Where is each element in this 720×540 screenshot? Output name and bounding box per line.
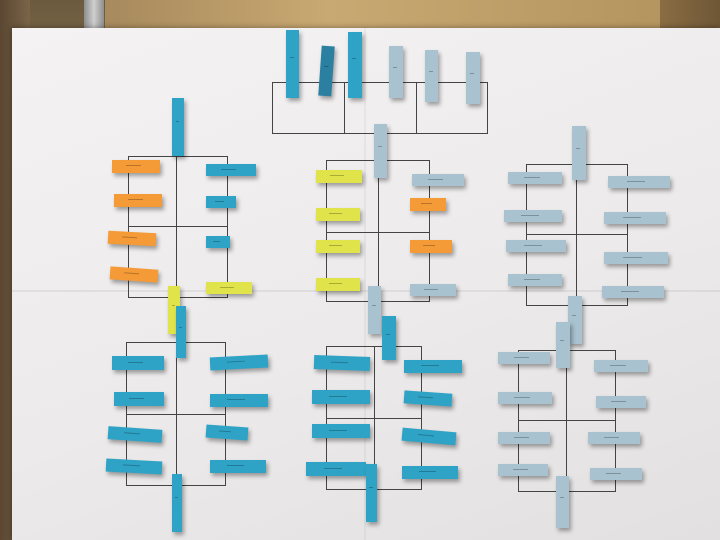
sticky-note xyxy=(374,124,387,178)
sticky-note xyxy=(206,236,230,248)
sticky-note xyxy=(389,46,403,98)
bracket-line xyxy=(126,414,226,415)
paper-fold xyxy=(364,28,366,540)
sticky-note xyxy=(608,176,670,188)
sticky-note xyxy=(604,212,666,224)
bracket-line xyxy=(416,82,417,134)
sticky-note xyxy=(590,468,642,480)
sticky-note xyxy=(498,392,552,404)
sticky-note xyxy=(206,196,236,208)
bracket-line xyxy=(326,418,422,419)
sticky-note xyxy=(402,466,458,479)
sticky-note xyxy=(348,32,362,98)
sticky-note xyxy=(114,194,162,207)
bracket-line xyxy=(344,82,345,134)
sticky-note xyxy=(313,355,371,371)
sticky-note xyxy=(498,464,548,476)
bracket-line xyxy=(378,160,379,302)
sticky-note xyxy=(594,360,648,372)
bracket-line xyxy=(128,226,228,227)
sticky-note xyxy=(602,286,664,298)
sticky-note xyxy=(206,164,256,176)
bracket-line xyxy=(518,420,616,421)
sticky-note xyxy=(172,98,184,156)
sticky-note xyxy=(498,432,550,444)
sticky-note xyxy=(172,474,182,532)
sticky-note xyxy=(556,476,569,528)
bracket-line xyxy=(526,234,628,235)
sticky-note xyxy=(498,352,550,364)
sticky-note xyxy=(412,174,464,186)
sticky-note xyxy=(316,278,360,291)
paper-board xyxy=(12,28,720,540)
sticky-note xyxy=(316,170,362,183)
sticky-note xyxy=(568,296,582,344)
bracket-line xyxy=(566,350,567,492)
sticky-note xyxy=(588,432,640,444)
sticky-note xyxy=(506,240,566,252)
sticky-note xyxy=(312,390,370,404)
sticky-note xyxy=(556,322,570,368)
sticky-note xyxy=(316,240,360,253)
sticky-note xyxy=(366,464,377,522)
sticky-note xyxy=(410,240,452,253)
sticky-note xyxy=(306,462,366,476)
sticky-note xyxy=(508,274,562,286)
sticky-note xyxy=(466,52,480,104)
sticky-note xyxy=(508,172,562,184)
paper-fold xyxy=(12,290,720,292)
sticky-note xyxy=(176,306,186,358)
sticky-note xyxy=(210,394,268,407)
bracket-line xyxy=(176,156,177,298)
sticky-note xyxy=(316,208,360,221)
sticky-note xyxy=(312,424,370,438)
sticky-note xyxy=(596,396,646,408)
sticky-note xyxy=(382,316,396,360)
sticky-note xyxy=(404,360,462,373)
sticky-note xyxy=(368,286,381,334)
sticky-note xyxy=(425,50,438,102)
bracket-line xyxy=(326,232,430,233)
sticky-note xyxy=(107,230,157,247)
sticky-note xyxy=(410,284,456,296)
sticky-note xyxy=(286,30,299,98)
sticky-note xyxy=(604,252,668,264)
sticky-note xyxy=(572,126,586,180)
sticky-note xyxy=(410,198,446,211)
sticky-note xyxy=(504,210,562,222)
sticky-note xyxy=(112,160,160,173)
sticky-note xyxy=(114,392,164,406)
bracket-line xyxy=(576,164,577,306)
sticky-note xyxy=(206,282,252,294)
sticky-note xyxy=(210,460,266,473)
sticky-note xyxy=(112,356,164,370)
